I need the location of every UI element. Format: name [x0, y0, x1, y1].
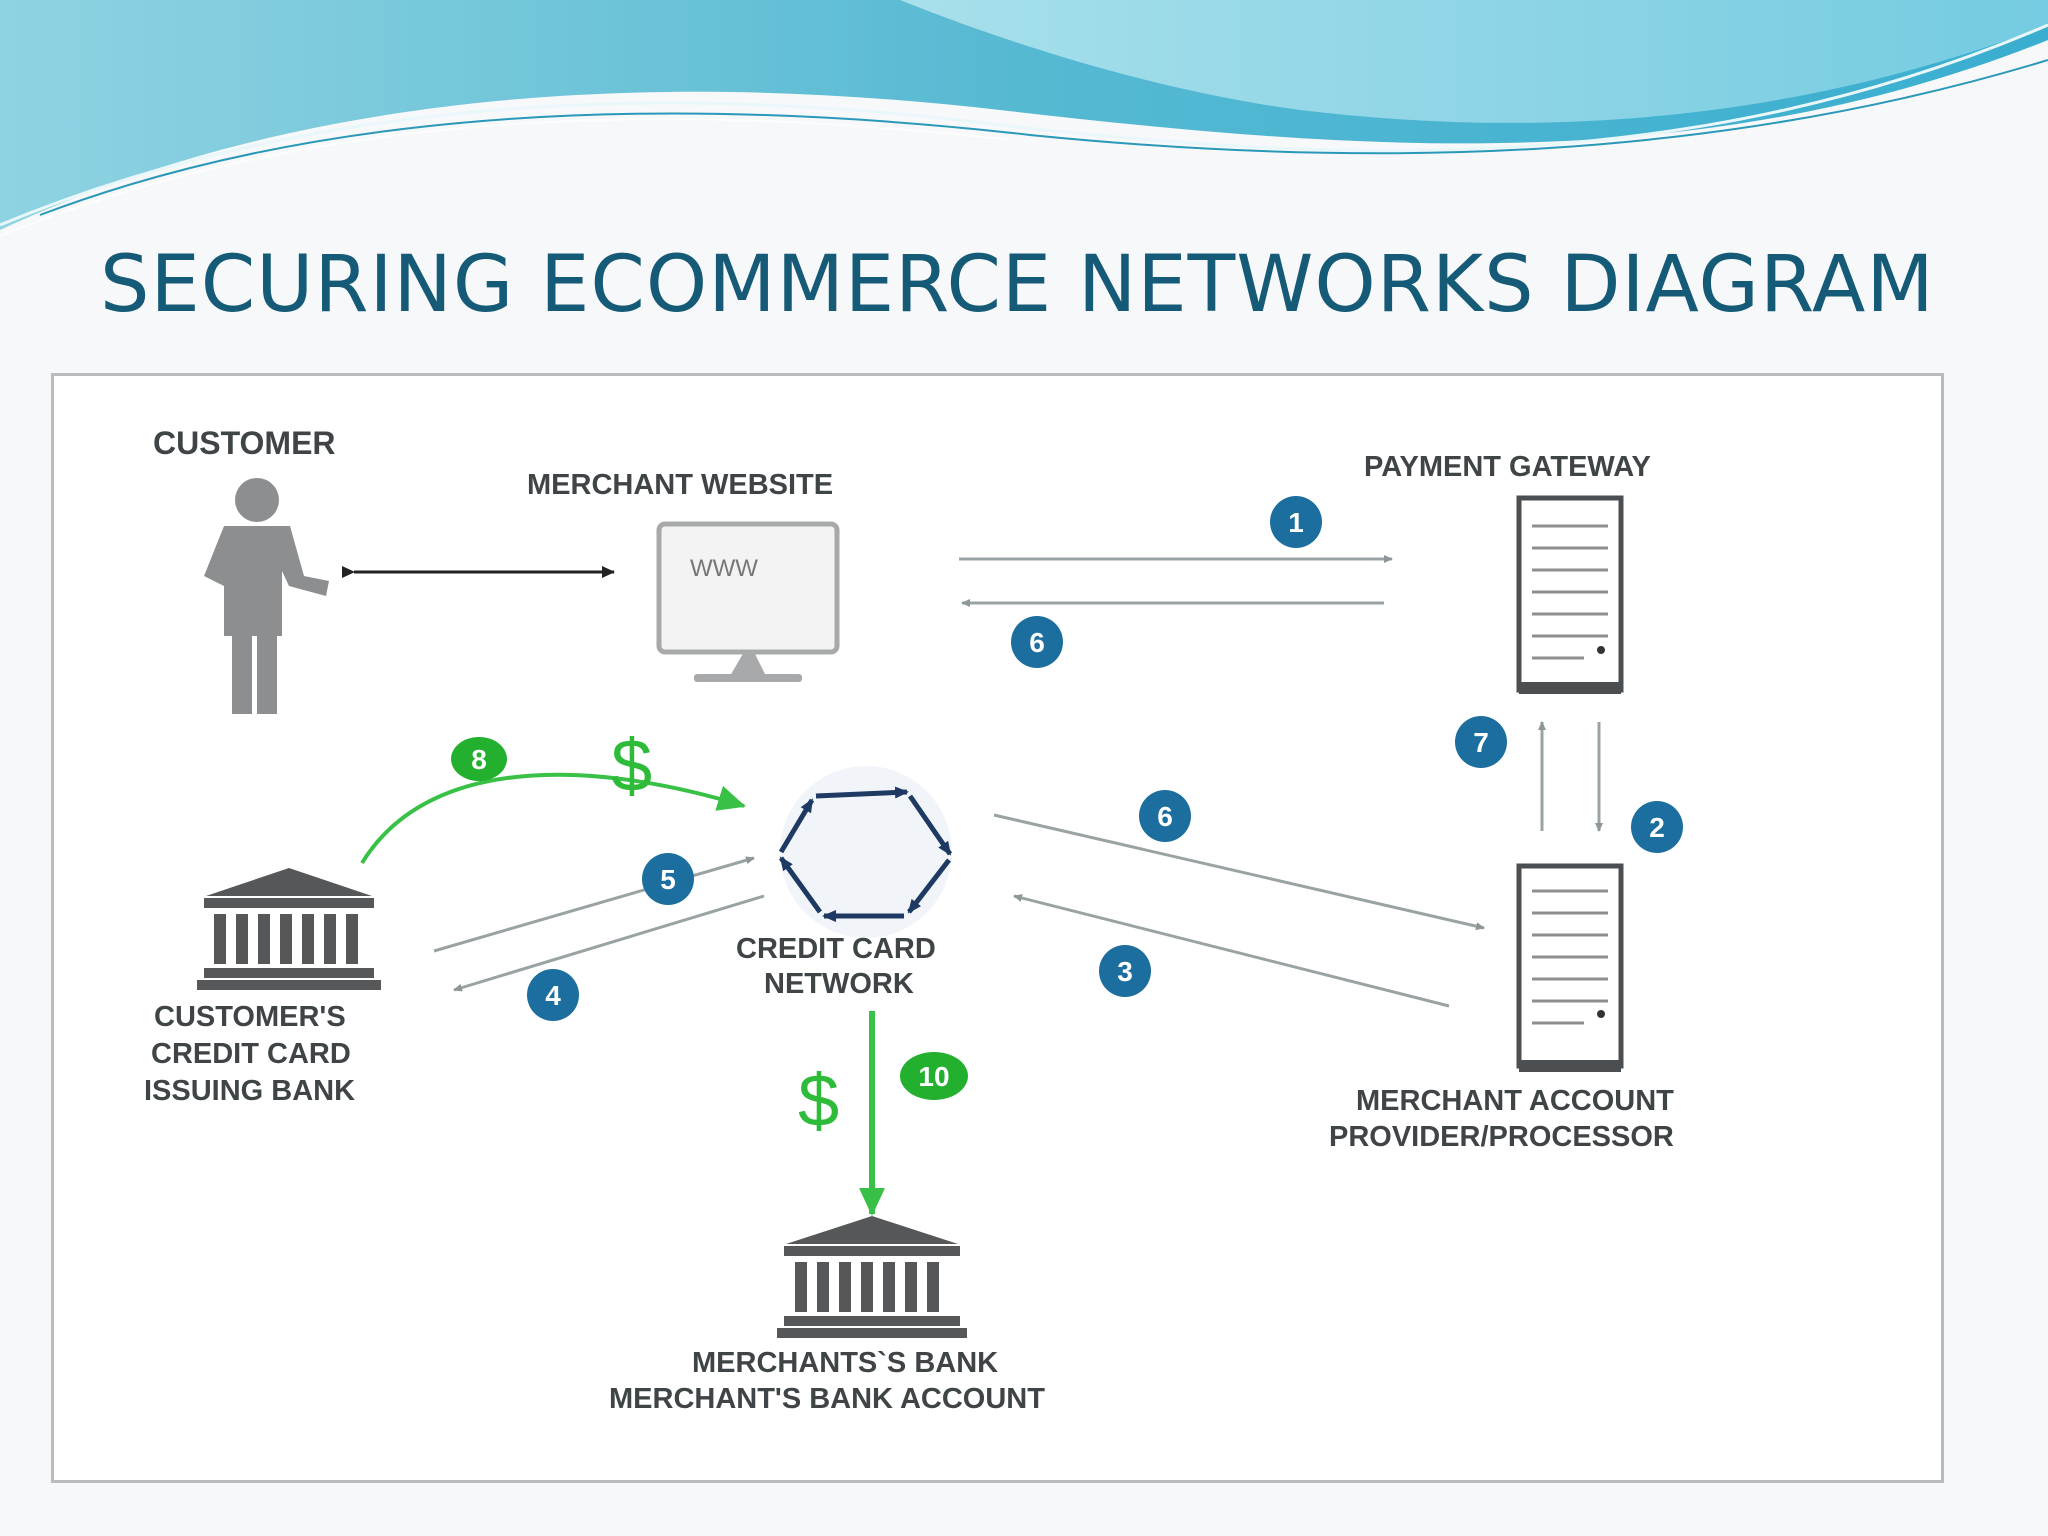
- monitor-icon: WWW: [656, 521, 840, 682]
- payment-gateway-node: PAYMENT GATEWAY: [1364, 451, 1651, 694]
- dollar-icon: $: [798, 1059, 839, 1142]
- step-badge-5: 5: [642, 853, 694, 905]
- svg-text:8: 8: [471, 744, 487, 775]
- person-icon: [204, 478, 329, 714]
- server-icon: [1516, 495, 1624, 694]
- svg-text:5: 5: [660, 864, 676, 895]
- merchants-bank-label-line2: MERCHANT'S BANK ACCOUNT: [609, 1383, 1045, 1415]
- flow-arrow-4: [453, 894, 765, 992]
- svg-text:7: 7: [1473, 727, 1489, 758]
- merchant-website-node: MERCHANT WEBSITE WWW: [527, 469, 840, 682]
- credit-card-network-label-line2: NETWORK: [764, 968, 914, 1000]
- merchants-bank-node: MERCHANTS`S BANK MERCHANT'S BANK ACCOUNT: [609, 1216, 1045, 1415]
- credit-card-network-label-line1: CREDIT CARD: [736, 933, 936, 965]
- monitor-screen-text: WWW: [690, 555, 758, 582]
- money-arrow-8: [360, 772, 746, 865]
- diagram-frame: CUSTOMER MERCHANT WEBSITE WWW PAYMENT GA…: [51, 373, 1944, 1483]
- merchant-account-node: MERCHANT ACCOUNT PROVIDER/PROCESSOR: [1329, 863, 1674, 1153]
- step-badge-3: 3: [1099, 945, 1151, 997]
- money-badge-8: 8: [451, 737, 507, 781]
- credit-card-network-node: CREDIT CARD NETWORK: [736, 766, 953, 1000]
- merchants-bank-label-line1: MERCHANTS`S BANK: [692, 1347, 998, 1379]
- step-badge-1: 1: [1270, 496, 1322, 548]
- customer-node: CUSTOMER: [153, 425, 336, 714]
- flow-arrow-5: [433, 856, 755, 953]
- money-badge-10: 10: [900, 1052, 968, 1100]
- merchant-account-label-line1: MERCHANT ACCOUNT: [1356, 1085, 1674, 1117]
- issuing-bank-node: CUSTOMER'S CREDIT CARD ISSUING BANK: [144, 868, 381, 1107]
- payment-flow-diagram: CUSTOMER MERCHANT WEBSITE WWW PAYMENT GA…: [144, 425, 1683, 1415]
- payment-gateway-label: PAYMENT GATEWAY: [1364, 451, 1651, 483]
- slide-title: SECURING ECOMMERCE NETWORKS DIAGRAM: [100, 240, 1935, 330]
- bank-icon: [777, 1216, 967, 1338]
- svg-text:6: 6: [1157, 801, 1173, 832]
- step-badge-6: 6: [1011, 616, 1063, 668]
- server-icon: [1516, 863, 1624, 1072]
- customer-label: CUSTOMER: [153, 425, 336, 461]
- header-wave-banner: [0, 0, 2048, 237]
- step-badge-7: 7: [1455, 716, 1507, 768]
- issuing-bank-label-line2: CREDIT CARD: [151, 1038, 351, 1070]
- svg-text:3: 3: [1117, 956, 1133, 987]
- dollar-icon: $: [611, 724, 652, 807]
- svg-text:1: 1: [1288, 507, 1304, 538]
- merchant-website-label: MERCHANT WEBSITE: [527, 469, 833, 501]
- flow-arrow-6: [993, 813, 1485, 931]
- step-badge-4: 4: [527, 969, 579, 1021]
- bank-icon: [197, 868, 381, 990]
- flow-arrow-3: [1013, 894, 1450, 1008]
- svg-text:10: 10: [918, 1061, 949, 1092]
- svg-text:2: 2: [1649, 812, 1665, 843]
- svg-text:4: 4: [545, 980, 561, 1011]
- merchant-account-label-line2: PROVIDER/PROCESSOR: [1329, 1121, 1674, 1153]
- issuing-bank-label-line3: ISSUING BANK: [144, 1075, 355, 1107]
- step-badge-6: 6: [1139, 790, 1191, 842]
- svg-text:6: 6: [1029, 627, 1045, 658]
- issuing-bank-label-line1: CUSTOMER'S: [154, 1001, 346, 1033]
- step-badge-2: 2: [1631, 801, 1683, 853]
- network-hexagon-icon: [778, 766, 953, 938]
